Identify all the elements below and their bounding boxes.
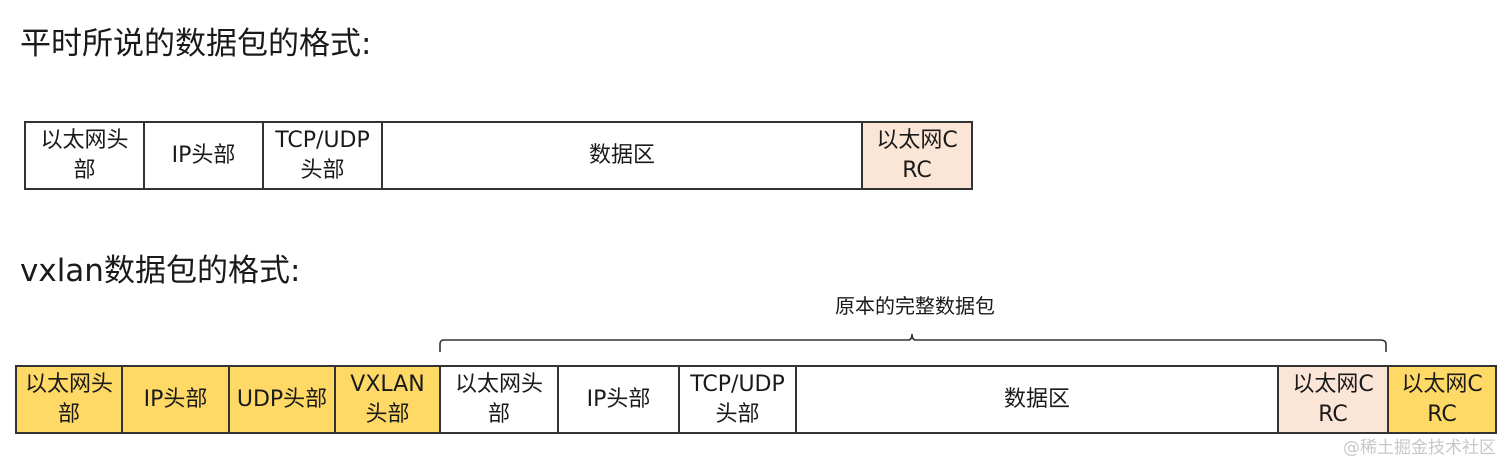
normal-cell-label: IP头部	[171, 142, 236, 168]
normal-packet-title: 平时所说的数据包的格式:	[20, 26, 372, 62]
watermark: @稀土掘金技术社区	[1343, 438, 1496, 458]
vxlan-cell-label: 以太网头部	[454, 371, 543, 427]
vxlan-cell-label: TCP/UDP头部	[690, 371, 785, 427]
vxlan-cell-label: 以太网头部	[24, 371, 113, 427]
normal-cell-label: TCP/UDP头部	[275, 127, 370, 183]
normal-cell-ip-header: IP头部	[145, 123, 264, 188]
vxlan-cell-data: 数据区	[797, 367, 1279, 432]
vxlan-packet-row: 以太网头部 IP头部 UDP头部 VXLAN头部 以太网头部 IP头部 TCP/…	[15, 365, 1497, 434]
vxlan-cell-label: 以太网CRC	[1401, 371, 1483, 427]
normal-cell-ethernet-header: 以太网头部	[26, 123, 145, 188]
vxlan-cell-label: UDP头部	[236, 386, 328, 412]
vxlan-packet-title: vxlan数据包的格式:	[20, 253, 301, 289]
vxlan-cell-label: IP头部	[586, 386, 651, 412]
vxlan-cell-inner-ethernet-header: 以太网头部	[441, 367, 559, 432]
vxlan-cell-label: 以太网CRC	[1292, 371, 1374, 427]
normal-cell-data: 数据区	[383, 123, 863, 188]
vxlan-cell-label: 数据区	[1003, 386, 1070, 412]
brace-path	[439, 333, 1387, 352]
vxlan-cell-outer-ethernet-header: 以太网头部	[17, 367, 123, 432]
original-packet-brace-label: 原本的完整数据包	[835, 294, 995, 318]
normal-cell-ethernet-crc: 以太网CRC	[863, 123, 971, 188]
vxlan-cell-inner-ethernet-crc: 以太网CRC	[1279, 367, 1389, 432]
normal-cell-tcp-udp-header: TCP/UDP头部	[264, 123, 383, 188]
normal-cell-label: 以太网CRC	[876, 127, 958, 183]
vxlan-cell-inner-tcp-udp-header: TCP/UDP头部	[680, 367, 797, 432]
vxlan-cell-udp-header: UDP头部	[230, 367, 336, 432]
vxlan-cell-outer-ip-header: IP头部	[123, 367, 230, 432]
vxlan-cell-vxlan-header: VXLAN头部	[336, 367, 441, 432]
vxlan-cell-label: IP头部	[143, 386, 208, 412]
normal-packet-row: 以太网头部 IP头部 TCP/UDP头部 数据区 以太网CRC	[24, 121, 973, 190]
original-packet-brace	[439, 333, 1387, 352]
normal-cell-label: 以太网头部	[40, 127, 129, 183]
vxlan-cell-label: VXLAN头部	[350, 371, 425, 427]
vxlan-cell-outer-ethernet-crc: 以太网CRC	[1389, 367, 1495, 432]
vxlan-cell-inner-ip-header: IP头部	[559, 367, 680, 432]
normal-cell-label: 数据区	[588, 142, 655, 168]
